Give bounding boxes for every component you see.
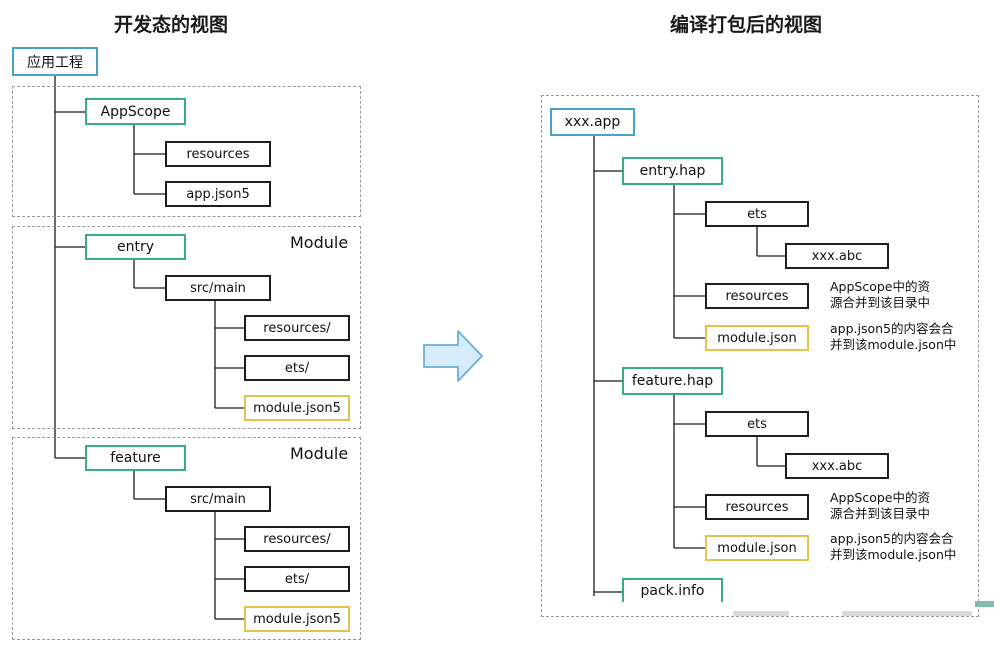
feature-hap-abc-node: xxx.abc <box>785 453 889 479</box>
entry-hap-resources-node: resources <box>705 283 809 309</box>
entry-hap-module-json-node: module.json <box>705 325 809 351</box>
right-arrow-icon <box>423 330 483 382</box>
entry-hap-node: entry.hap <box>622 157 723 185</box>
feature-src-main-node: src/main <box>165 486 271 512</box>
feature-hap-resources-node: resources <box>705 494 809 520</box>
entry-module-group <box>12 226 361 429</box>
entry-resources-node: resources/ <box>244 315 350 341</box>
pack-info-node: pack.info <box>622 578 723 602</box>
feature-resources-node: resources/ <box>244 526 350 552</box>
feature-resources-note: AppScope中的资源合并到该目录中 <box>830 490 931 521</box>
appscope-resources-node: resources <box>165 141 271 167</box>
feature-hap-node: feature.hap <box>622 367 723 395</box>
entry-module-label: Module <box>290 233 349 252</box>
feature-module-json5-node: module.json5 <box>244 606 350 632</box>
entry-node: entry <box>85 234 186 260</box>
appscope-group <box>12 86 361 217</box>
feature-hap-module-json-node: module.json <box>705 535 809 561</box>
entry-resources-note: AppScope中的资源合并到该目录中 <box>830 279 931 310</box>
compiled-view-title: 编译打包后的视图 <box>670 14 823 36</box>
feature-ets-node: ets/ <box>244 566 350 592</box>
feature-module-group <box>12 437 361 640</box>
feature-node: feature <box>85 445 186 471</box>
entry-src-main-node: src/main <box>165 275 271 301</box>
xxx-app-root: xxx.app <box>550 108 635 136</box>
entry-hap-abc-node: xxx.abc <box>785 243 889 269</box>
app-project-root: 应用工程 <box>12 47 98 76</box>
entry-hap-ets-node: ets <box>705 201 809 227</box>
feature-module-json-note: app.json5的内容会合并到该module.json中 <box>830 531 957 562</box>
bottom-artifact <box>842 611 972 616</box>
entry-module-json-note: app.json5的内容会合并到该module.json中 <box>830 321 957 352</box>
corner-artifact <box>975 601 994 607</box>
bottom-artifact <box>733 611 789 616</box>
entry-ets-node: ets/ <box>244 355 350 381</box>
app-json5-node: app.json5 <box>165 181 271 207</box>
feature-module-label: Module <box>290 444 349 463</box>
app-package-group <box>541 95 979 617</box>
entry-module-json5-node: module.json5 <box>244 395 350 421</box>
appscope-node: AppScope <box>85 98 186 125</box>
feature-hap-ets-node: ets <box>705 411 809 437</box>
dev-view-title: 开发态的视图 <box>114 14 229 36</box>
